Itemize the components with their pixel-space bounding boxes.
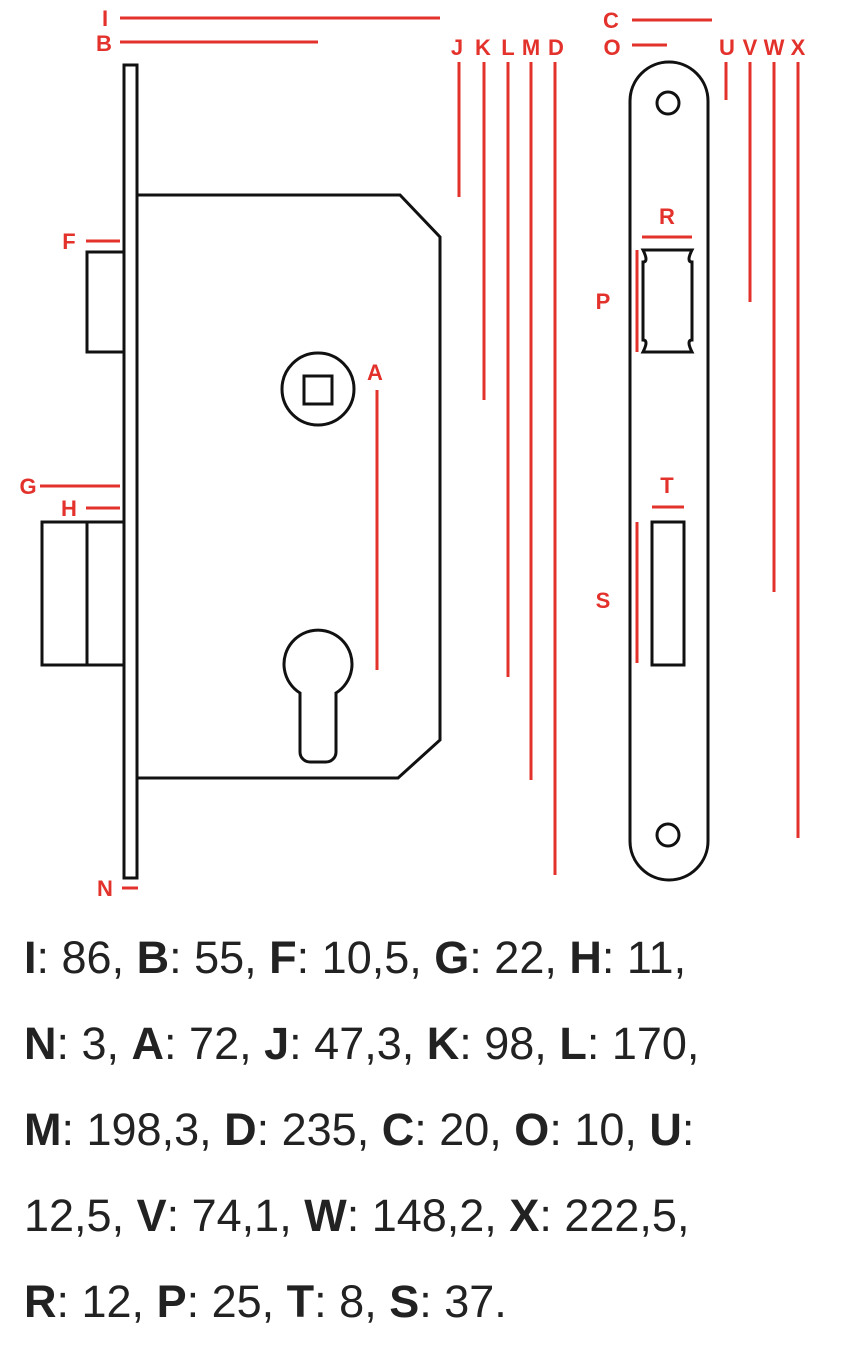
bolt-opening bbox=[650, 520, 686, 667]
legend-value: : bbox=[681, 1104, 695, 1155]
label-D: D bbox=[548, 35, 564, 60]
legend-value: : 11, bbox=[601, 932, 687, 983]
label-T: T bbox=[660, 473, 674, 498]
label-S: S bbox=[596, 588, 611, 613]
legend-value: : 148,2, bbox=[346, 1190, 510, 1241]
legend-line: 12,5, V: 74,1, W: 148,2, X: 222,5, bbox=[24, 1173, 834, 1259]
legend-key: R bbox=[24, 1276, 57, 1327]
screw-hole-top bbox=[655, 90, 681, 116]
legend-value: : 3, bbox=[56, 1018, 132, 1069]
label-V: V bbox=[743, 35, 758, 60]
legend-key: U bbox=[649, 1104, 682, 1155]
label-F: F bbox=[62, 229, 75, 254]
legend-key: J bbox=[264, 1018, 290, 1069]
legend-value: : 10,5, bbox=[296, 932, 435, 983]
label-O: O bbox=[603, 35, 620, 60]
legend-key: M bbox=[24, 1104, 62, 1155]
dimension-lines bbox=[40, 16, 800, 890]
legend-key: T bbox=[286, 1276, 315, 1327]
legend-key: N bbox=[24, 1018, 57, 1069]
legend-value: : 8, bbox=[314, 1276, 390, 1327]
legend-value: : 37. bbox=[419, 1276, 507, 1327]
spindle-square bbox=[302, 374, 334, 406]
legend-value: 12,5, bbox=[24, 1190, 137, 1241]
legend-key: D bbox=[224, 1104, 257, 1155]
legend-value: : 47,3, bbox=[289, 1018, 427, 1069]
screw-hole-bottom bbox=[655, 822, 681, 848]
legend-key: K bbox=[426, 1018, 460, 1069]
legend-value: : 20, bbox=[414, 1104, 515, 1155]
label-L: L bbox=[501, 35, 514, 60]
label-C: C bbox=[603, 8, 619, 33]
legend-value: : 22, bbox=[469, 932, 570, 983]
cylinder-keyhole bbox=[282, 628, 354, 764]
label-H: H bbox=[61, 496, 77, 521]
label-J: J bbox=[451, 35, 463, 60]
latch-bolt bbox=[85, 250, 124, 354]
legend-value: : 222,5, bbox=[539, 1190, 690, 1241]
legend-value: : 10, bbox=[549, 1104, 650, 1155]
label-M: M bbox=[522, 35, 540, 60]
label-R: R bbox=[659, 204, 675, 229]
latch-opening bbox=[640, 248, 695, 354]
legend-value: : 25, bbox=[186, 1276, 287, 1327]
legend-value: : 198,3, bbox=[61, 1104, 225, 1155]
label-B: B bbox=[96, 31, 112, 56]
legend-value: : 98, bbox=[459, 1018, 560, 1069]
legend-line: I: 86, B: 55, F: 10,5, G: 22, H: 11, bbox=[24, 915, 834, 1001]
label-A: A bbox=[367, 360, 383, 385]
legend-value: : 55, bbox=[169, 932, 270, 983]
legend-key: G bbox=[434, 932, 470, 983]
legend-key: X bbox=[509, 1190, 540, 1241]
legend-value: : 170, bbox=[586, 1018, 700, 1069]
legend-key: B bbox=[136, 932, 170, 983]
legend-line: M: 198,3, D: 235, C: 20, O: 10, U: bbox=[24, 1087, 834, 1173]
label-U: U bbox=[719, 35, 735, 60]
label-G: G bbox=[19, 474, 36, 499]
label-I: I bbox=[102, 6, 108, 31]
label-K: K bbox=[475, 35, 491, 60]
legend-key: V bbox=[136, 1190, 167, 1241]
label-W: W bbox=[764, 35, 785, 60]
legend-key: A bbox=[131, 1018, 165, 1069]
legend-key: S bbox=[389, 1276, 420, 1327]
legend-value: : 72, bbox=[164, 1018, 265, 1069]
forend-plate bbox=[122, 63, 139, 880]
legend-key: C bbox=[381, 1104, 415, 1155]
label-N: N bbox=[97, 876, 113, 900]
label-X: X bbox=[791, 35, 806, 60]
legend-key: L bbox=[559, 1018, 587, 1069]
legend-key: W bbox=[304, 1190, 347, 1241]
legend-line: R: 12, P: 25, T: 8, S: 37. bbox=[24, 1259, 834, 1345]
lock-case bbox=[40, 63, 442, 880]
legend-value: : 86, bbox=[36, 932, 137, 983]
label-P: P bbox=[596, 289, 611, 314]
legend-key: H bbox=[569, 932, 602, 983]
legend-key: P bbox=[156, 1276, 187, 1327]
legend-key: I bbox=[24, 932, 37, 983]
legend-value: : 235, bbox=[256, 1104, 382, 1155]
legend-line: N: 3, A: 72, J: 47,3, K: 98, L: 170, bbox=[24, 1001, 834, 1087]
dead-bolt bbox=[40, 520, 126, 667]
dimension-labels: I B J K L M D F G H N A C O U V W X R P … bbox=[19, 6, 805, 900]
legend-key: F bbox=[269, 932, 297, 983]
dimension-legend: I: 86, B: 55, F: 10,5, G: 22, H: 11,N: 3… bbox=[24, 915, 834, 1345]
legend-key: O bbox=[514, 1104, 550, 1155]
legend-value: : 12, bbox=[56, 1276, 157, 1327]
strike-plate bbox=[628, 60, 710, 882]
legend-value: : 74,1, bbox=[166, 1190, 305, 1241]
mortise-lock-diagram: I B J K L M D F G H N A C O U V W X R P … bbox=[19, 6, 805, 900]
